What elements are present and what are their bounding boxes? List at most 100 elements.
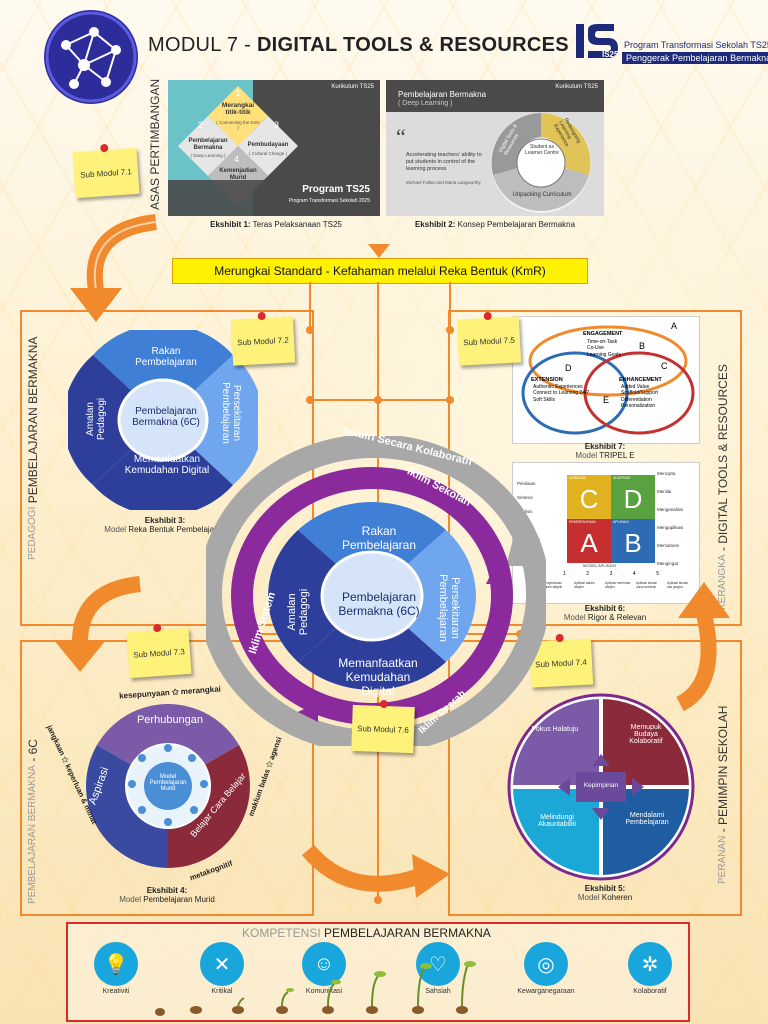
program-line-1: Program Transformasi Sekolah TS25 [624, 40, 768, 50]
e3-model: Model [104, 525, 127, 534]
big-wheel-bottom: Memanfaatkan Kemudahan Digital [338, 656, 418, 698]
rigor-right-label: Mencipta [657, 471, 676, 476]
e7-label: Ekshibit 7: [584, 442, 626, 451]
triple-e-b: B [639, 341, 646, 351]
extension-item: Authentic Experiences [533, 384, 583, 390]
competency-label: Kewarganegaraan [517, 988, 575, 995]
rigor-xnum: 1 [563, 571, 566, 577]
slide1-corner: Kurikulum TS25 [331, 84, 374, 90]
slide1-program-sub: Program Transformasi Sekolah 2025 [288, 198, 370, 204]
competency-label: Sahsiah [425, 988, 451, 995]
slide1-num-3: 3 [274, 120, 280, 130]
slide-teras-ts25: Kurikulum TS25 1 Merangkai titik-titik (… [168, 80, 380, 216]
student-model-wheel [86, 704, 250, 868]
slide2-seg-unpacking: Unpacking Curriculum [512, 192, 572, 198]
page-title: MODUL 7 - DIGITAL TOOLS & RESOURCES [148, 34, 569, 57]
exhibit-7-caption: Ekshibit 7: Model TRIPEL E [530, 442, 680, 460]
rigor-xnum: 2 [586, 571, 590, 577]
rigor-right-label: Mengaplikasi [657, 525, 684, 530]
competency-title-bold: PEMBELAJARAN BERMAKNA [324, 926, 491, 940]
slide-konsep-pembelajaran: Kurikulum TS25 Pembelajaran Bermakna ( D… [386, 80, 604, 216]
e2-label: Ekshibit 2: [414, 220, 456, 229]
rigor-left-label: Penilaian [517, 481, 536, 486]
engagement-item: Co-Use [587, 345, 604, 352]
quadrant-b-letter: B [624, 528, 642, 558]
slide1-d4: Kemenjadian Murid [219, 168, 257, 181]
wheel-small-top: Rakan Pembelajaran [135, 346, 197, 368]
e6-text: Rigor & Relevan [587, 613, 647, 622]
slide1-num-4: 4 [234, 154, 240, 164]
triple-e-enhancement-list: Added Value Scaffold/Support Differentia… [621, 384, 658, 409]
exhibit-4-caption: Ekshibit 4: Model Pembelajaran Murid [92, 886, 242, 904]
extension-item: Connect to Learning 24/7 [533, 390, 590, 397]
quadrant-b: B [611, 519, 655, 563]
triple-e-extension: EXTENSION [531, 377, 563, 383]
seedling-growth-row [155, 961, 476, 1016]
triple-e-a: A [671, 321, 678, 331]
exhibit-2-caption: Ekshibit 2: Konsep Pembelajaran Bermakna [400, 220, 590, 229]
section-label-kerangka: KERANGKA - DIGITAL TOOLS & RESOURCES [716, 320, 730, 610]
e2-text: Konsep Pembelajaran Bermakna [457, 220, 576, 229]
creativity-icon: 💡 [94, 942, 138, 986]
rigor-right-labels: Mencipta Menilai Menganalisis Mengaplika… [657, 465, 683, 573]
rigor-xnum: 3 [609, 571, 613, 577]
competency-label: Kreativiti [102, 988, 130, 995]
rigor-xnum: 4 [632, 571, 636, 577]
exhibit-3-caption: Ekshibit 3: Model Reka Bentuk Pembelajar… [80, 516, 250, 534]
e5-label: Ekshibit 5: [584, 884, 626, 893]
e3-label: Ekshibit 3: [144, 516, 186, 525]
network-globe-logo [44, 10, 138, 104]
triple-e-e: E [603, 395, 610, 405]
slide1-num-2: 2 [198, 120, 204, 130]
competency-title-light: KOMPETENSI [242, 926, 321, 940]
slide2-author: Michael Fullan and Maria Langworthy [406, 180, 481, 185]
slide1-d2-sub: ( Deep Learning ) [190, 153, 226, 158]
sticky-note-7-2[interactable]: Sub Modul 7.2 [230, 311, 296, 366]
quadrant-c-tag: ASIMILASI [569, 476, 587, 480]
section-label-pedagogi: PEDAGOGI PEMBELAJARAN BERMAKNA [26, 320, 40, 560]
quadrant-d-letter: D [623, 484, 643, 514]
peranan-text: - PEMIMPIN SEKOLAH [716, 705, 730, 833]
triple-e-diagram: ENGAGEMENT Time-on-Task Co-Use Learning … [512, 316, 700, 444]
kmr-bar: Merungkai Standard - Kefahaman melalui R… [172, 258, 588, 284]
competency-label: Komunikasi [305, 988, 343, 995]
rigor-xlabel: Aplikasi situasi dunia sebenar [636, 581, 657, 589]
program-line-2: Penggerak Pembelajaran Bermakna [622, 52, 768, 64]
logo-text: IS25 [602, 50, 619, 59]
quadrant-d-tag: ADAPTASI [613, 476, 631, 480]
koheren-wheel [507, 693, 695, 881]
sticky-7-6-text: Sub Modul 7.6 [357, 723, 409, 735]
rigor-right-label: Mengingat [657, 561, 679, 566]
kmr-down-arrow [368, 244, 390, 258]
title-bold: DIGITAL TOOLS & RESOURCES [256, 34, 569, 56]
competency-label: Kritikal [211, 988, 233, 995]
e7-model: Model [575, 451, 598, 460]
e1-label: Ekshibit 1: [210, 220, 251, 229]
triple-e-engagement-list: Time-on-Task Co-Use Learning Goals [587, 339, 621, 358]
slide1-d2: Pembelajaran Bermakna [188, 138, 228, 151]
koheren-center: Kepimpinan [583, 782, 619, 789]
wheel-small-left: Amalan Pedagogi [85, 397, 107, 441]
frame-peranan [448, 640, 742, 916]
quadrant-c-letter: C [579, 484, 599, 514]
communication-icon: ☺ [302, 942, 346, 986]
title-prefix: MODUL 7 - [148, 34, 257, 56]
rigor-xlabel: Aplikasi merentas disiplin [605, 581, 631, 589]
koheren-budaya: Memupuk Budaya Kolaboratif [629, 724, 663, 745]
quadrant-c: C [567, 475, 611, 519]
sticky-note-7-5[interactable]: Sub Modul 7.5 [456, 311, 522, 366]
pembelajaran-light: PEMBELAJARAN BERMAKNA [27, 765, 38, 904]
slide2-title: Pembelajaran Bermakna [398, 90, 487, 99]
rigor-xlabel: Aplikasi situasi luar jangka [667, 581, 688, 589]
sticky-note-7-6[interactable]: Sub Modul 7.6 [351, 699, 415, 754]
slide1-num-1: 1 [235, 88, 241, 98]
quadrant-a: A [567, 519, 611, 563]
s-curve-arrow [301, 844, 450, 898]
e5-text: Koheren [601, 893, 633, 902]
big-wheel-left: Amalan Pedagogi [286, 588, 310, 636]
competency-title: KOMPETENSI PEMBELAJARAN BERMAKNA [242, 926, 491, 940]
triple-e-c: C [661, 361, 668, 371]
rigor-xlabel: Aplikasi dalam disiplin [574, 581, 595, 589]
enhancement-item: Personalization [621, 402, 656, 409]
enhancement-item: Scaffold/Support [621, 390, 658, 397]
